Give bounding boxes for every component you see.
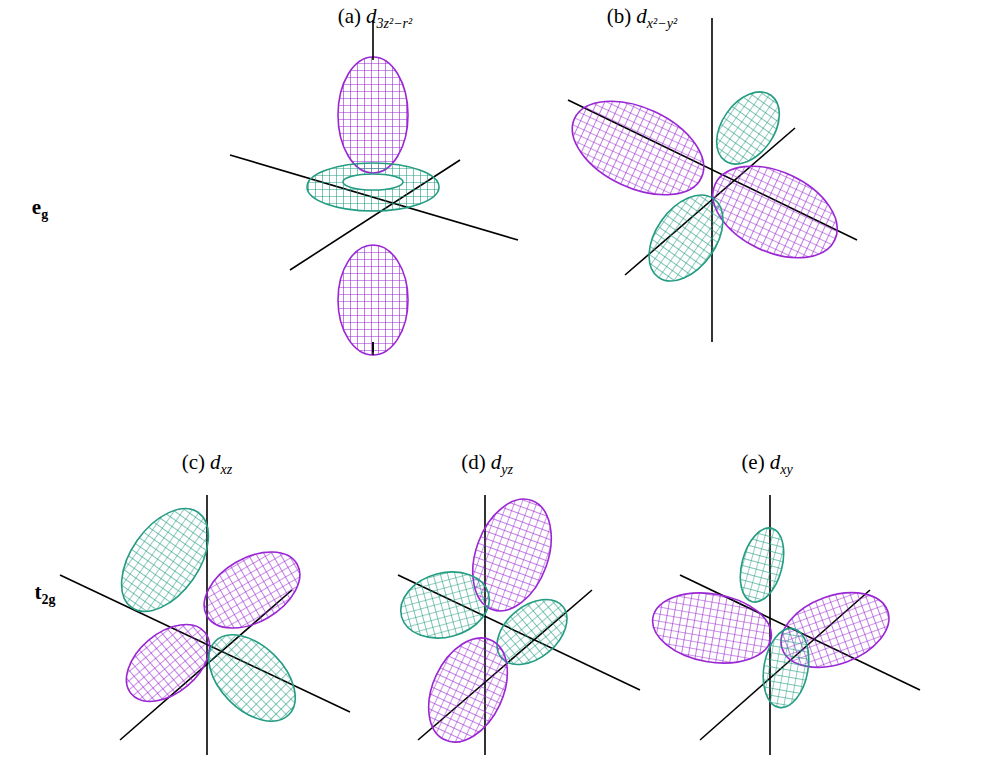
orbital-symbol: d <box>491 450 502 474</box>
symmetry-label: e <box>32 195 41 219</box>
orbital-symbol: d <box>636 4 647 28</box>
green-torus <box>307 163 439 211</box>
panel-title: (d)dyz <box>461 450 513 479</box>
green-lobe <box>634 181 738 294</box>
purple-lobe <box>558 82 719 214</box>
part-letter: (d) <box>461 450 486 474</box>
orbital-subscript: x²−y² <box>647 16 677 31</box>
symmetry-subscript: g <box>41 207 48 222</box>
part-letter: (e) <box>741 450 764 474</box>
purple-lobe <box>338 245 408 355</box>
orbital-subscript: yz <box>501 462 513 477</box>
green-lobe <box>193 619 312 738</box>
orbital-a <box>230 20 518 355</box>
panel-title: (e) dxy <box>741 450 792 479</box>
purple-lobe <box>112 609 224 717</box>
orbital-e <box>647 495 920 755</box>
orbital-symbol: d <box>210 450 221 474</box>
purple-lobe <box>338 57 408 173</box>
orbital-symbol: d <box>366 4 377 28</box>
orbital-subscript: xz <box>221 462 233 477</box>
orbital-c <box>60 493 350 755</box>
part-letter: (c) <box>182 450 205 474</box>
green-lobe <box>704 80 792 175</box>
panel-title: t2g <box>35 580 56 609</box>
green-lobe <box>757 625 814 711</box>
orbital-symbol: d <box>770 450 781 474</box>
orbital-b <box>558 18 857 342</box>
purple-lobe <box>191 536 313 643</box>
orbital-subscript: xy <box>780 462 792 477</box>
torus-hole <box>343 174 403 190</box>
part-letter: (b) <box>607 4 632 28</box>
axis-line <box>711 18 713 342</box>
symmetry-subscript: 2g <box>42 592 56 607</box>
part-letter: (a) <box>338 4 361 28</box>
panel-title: (c)dxz <box>182 450 232 479</box>
panel-title: eg <box>32 195 48 224</box>
green-lobe <box>733 523 791 607</box>
panel-title: (b)dx²−y² <box>607 4 677 33</box>
orbital-subscript: 3z²−r² <box>377 16 413 31</box>
axis-line <box>230 155 518 240</box>
purple-lobe <box>647 584 777 672</box>
symmetry-label: t <box>35 580 42 604</box>
axis-line <box>372 342 374 355</box>
panel-title: (a)d3z²−r² <box>338 4 413 33</box>
green-lobe <box>393 562 496 647</box>
orbital-d <box>393 488 640 755</box>
purple-lobe <box>413 625 523 754</box>
